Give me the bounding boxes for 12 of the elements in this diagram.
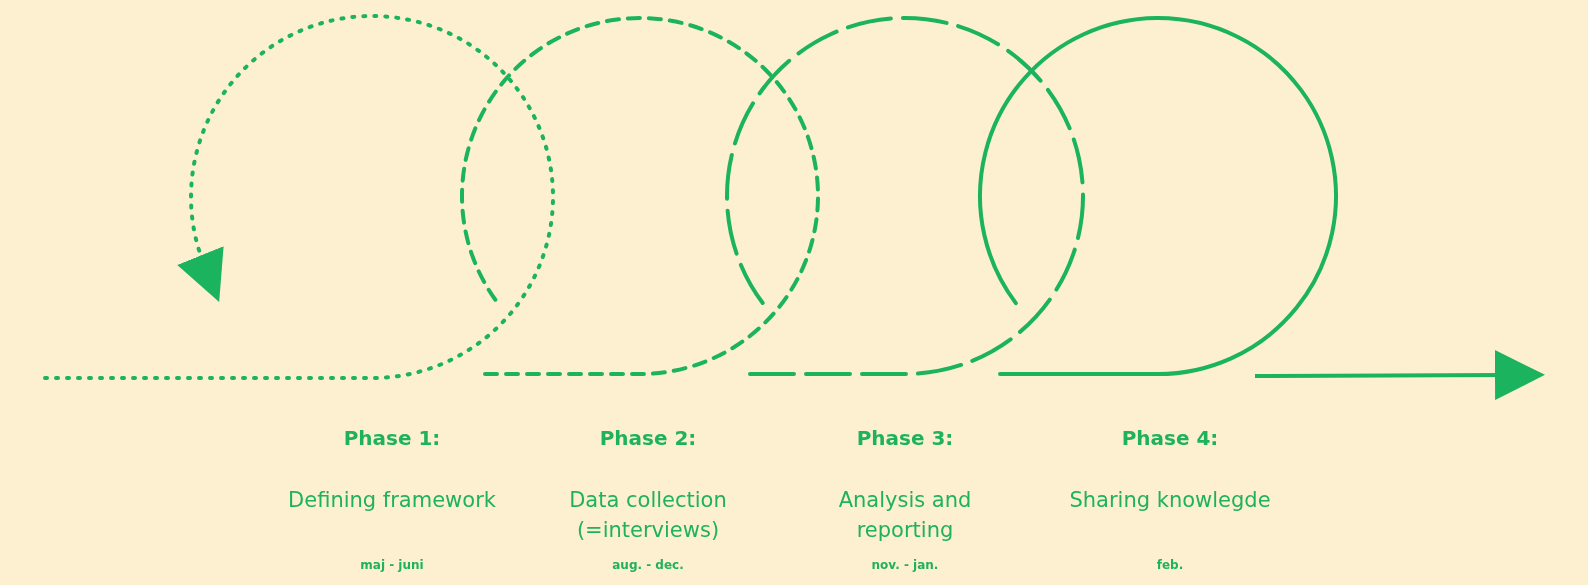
phase-period: aug. - dec.: [612, 558, 684, 572]
phase-heading: Phase 4:: [1121, 426, 1219, 450]
phase-title: Sharing knowlegde: [1068, 487, 1272, 514]
phase-heading: Phase 2:: [599, 426, 697, 450]
phase-title: Analysis and reporting: [837, 487, 973, 544]
phase-period: maj - juni: [360, 558, 424, 572]
phase-period: feb.: [1156, 558, 1184, 572]
phase-title: Defining framework: [287, 487, 497, 514]
phase-title: Data collection (=interviews): [568, 487, 728, 544]
phase-heading: Phase 3:: [856, 426, 954, 450]
phase-heading: Phase 1:: [343, 426, 441, 450]
phase-period: nov. - jan.: [871, 558, 939, 572]
